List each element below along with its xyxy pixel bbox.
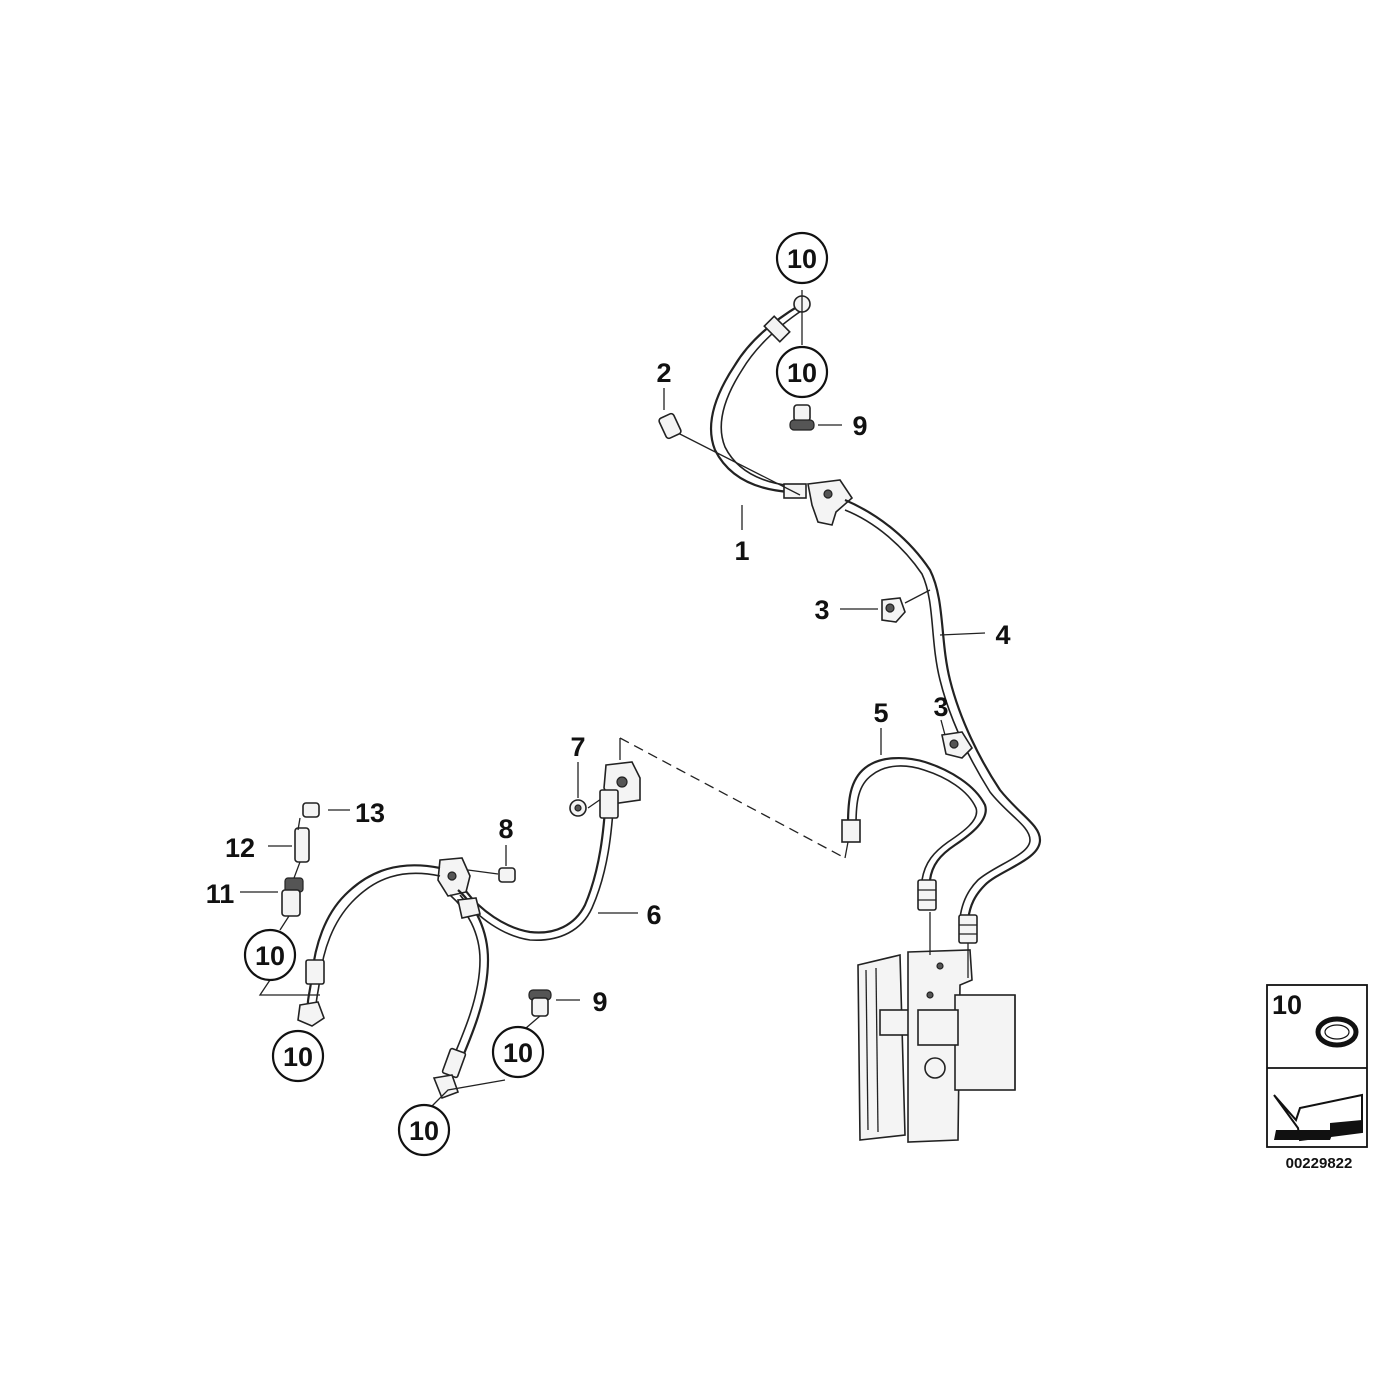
legend-label: 10 [1272, 990, 1302, 1020]
leader-2 [671, 429, 801, 496]
bolt-8 [467, 845, 516, 883]
circled-10-a: 10 [775, 231, 829, 285]
leader-4 [939, 632, 986, 636]
callout-12: 12 [225, 833, 255, 863]
svg-text:10: 10 [255, 941, 285, 971]
clip-3-top [840, 589, 931, 623]
callout-9-bottom: 9 [592, 987, 607, 1017]
callout-4: 4 [995, 620, 1010, 650]
svg-text:10: 10 [409, 1116, 439, 1146]
brake-hose-6 [459, 789, 638, 941]
abs-unit [857, 912, 1016, 1143]
brake-line-4 [844, 498, 1042, 921]
banjo-bolt-9-top [789, 290, 842, 431]
banjo-bolt-9-bottom [525, 989, 580, 1029]
svg-text:10: 10 [787, 244, 817, 274]
svg-text:10: 10 [787, 358, 817, 388]
callout-7: 7 [570, 732, 585, 762]
callout-2: 2 [656, 358, 671, 388]
bracket-10-bottom [427, 1079, 506, 1111]
callout-labels: 1 2 3 3 4 5 6 7 8 9 9 11 12 13 [206, 358, 1011, 1017]
circled-10-b: 10 [775, 345, 829, 399]
circled-10-e: 10 [491, 1025, 545, 1079]
circled-callouts: 10 10 10 10 10 10 [243, 231, 829, 1157]
clip-3-bottom [940, 719, 974, 759]
connector-block-top [671, 429, 854, 526]
callout-8: 8 [498, 814, 513, 844]
dashed-leader [619, 737, 846, 859]
brake-line-5 [841, 728, 987, 881]
direction-arrow-icon [1273, 1093, 1363, 1142]
callout-9-top: 9 [852, 411, 867, 441]
front-brake-hose-right [432, 889, 490, 1100]
bolt-2 [658, 388, 682, 440]
bleeder-stack [240, 802, 350, 931]
callout-13: 13 [355, 798, 385, 828]
sealing-ring-icon [1315, 1016, 1359, 1048]
callout-1: 1 [734, 536, 749, 566]
callout-3-bottom: 3 [933, 692, 948, 722]
callout-3-top: 3 [814, 595, 829, 625]
circled-10-f: 10 [397, 1103, 451, 1157]
circled-10-d: 10 [271, 1029, 325, 1083]
legend-box: 10 00229822 [1266, 984, 1368, 1172]
callout-5: 5 [873, 698, 888, 728]
fitting-right [958, 914, 978, 944]
drawing-number: 00229822 [1286, 1155, 1353, 1172]
bracket-10-left [258, 979, 320, 996]
callout-6: 6 [646, 900, 661, 930]
circled-10-c: 10 [243, 928, 297, 982]
callout-11: 11 [206, 879, 235, 909]
fitting-left [917, 879, 937, 911]
front-brake-hose-left [297, 864, 441, 1027]
connector-block-left [437, 857, 471, 897]
svg-text:10: 10 [283, 1042, 313, 1072]
svg-text:10: 10 [503, 1038, 533, 1068]
